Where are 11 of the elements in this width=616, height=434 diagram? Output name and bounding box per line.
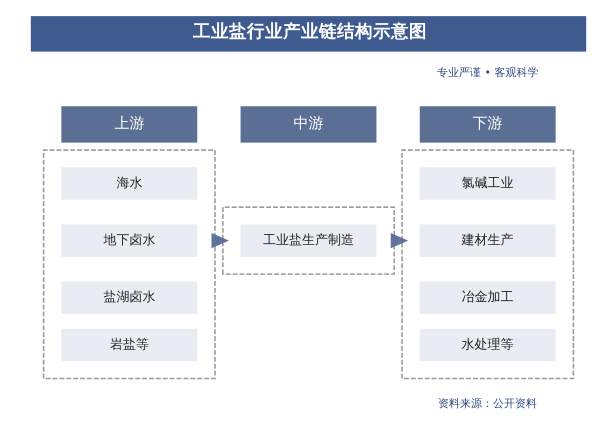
- diagram-title: 工业盐行业产业链结构示意图: [192, 22, 426, 42]
- label: 资料来源：公开资料: [438, 396, 537, 410]
- arrow: [390, 232, 408, 248]
- node-box: 下游: [419, 106, 556, 143]
- cluster: [42, 149, 216, 380]
- node-box: 上游: [60, 106, 197, 143]
- cluster: [400, 149, 574, 380]
- label: 专业严谨 • 客观科学: [436, 66, 538, 79]
- cluster: [222, 206, 394, 275]
- node-box: 中游: [240, 106, 376, 143]
- arrow: [211, 232, 228, 248]
